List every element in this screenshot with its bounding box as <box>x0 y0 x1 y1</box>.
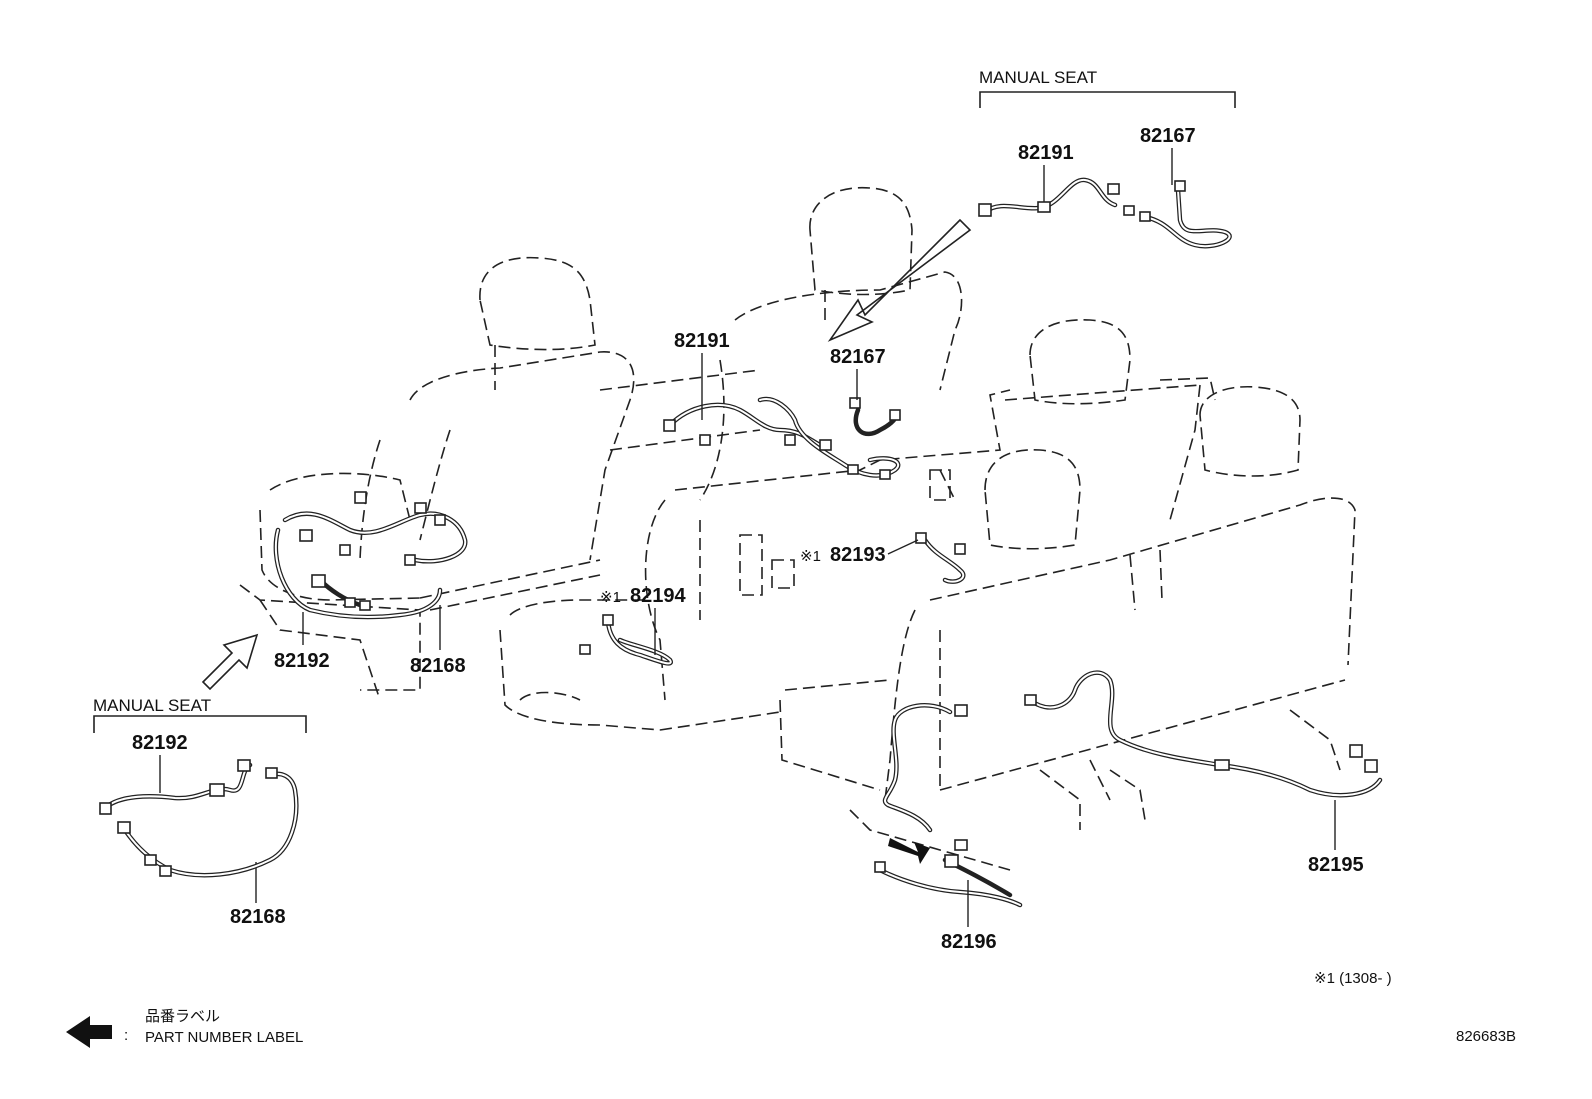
second-row-seat-outline <box>499 186 1216 731</box>
connector-icon <box>874 861 886 873</box>
connector-icon <box>1214 759 1230 771</box>
view-arrows <box>201 218 972 864</box>
connector-icon <box>1037 201 1051 213</box>
part-number-label-arrow-icon <box>66 1016 112 1048</box>
top-inset-part-82167: 82167 <box>1140 125 1196 147</box>
connector-icon <box>1364 759 1378 773</box>
connector-icon <box>414 502 427 514</box>
connector-icon <box>159 865 172 877</box>
connector-icon <box>237 759 251 772</box>
connector-icon <box>1174 180 1186 192</box>
connector-icon <box>879 469 891 480</box>
connector-icon <box>339 544 351 556</box>
harness-82191-82167-main <box>663 396 901 480</box>
top-inset-part-82191: 82191 <box>1018 142 1074 164</box>
seat-slot <box>739 534 763 596</box>
seat-slot <box>929 469 951 501</box>
part-number-label-arrow-icon <box>888 838 930 864</box>
connector-icon <box>954 704 968 717</box>
connector-icon <box>849 397 861 409</box>
connector-icon <box>819 439 832 451</box>
legend-label-en: PART NUMBER LABEL <box>145 1029 303 1046</box>
connector-icon <box>699 434 711 446</box>
connector-icon <box>954 839 968 851</box>
top-manual-seat-inset: MANUAL SEAT 82191 82167 <box>978 68 1236 249</box>
connector-icon <box>434 514 446 526</box>
leader-line <box>887 539 919 555</box>
label-82193: 82193 <box>830 544 886 566</box>
main-part-labels: 82191 82167 ※1 82193 ※1 82194 82192 8216… <box>274 330 1364 953</box>
connector-icon <box>847 464 859 475</box>
label-82195: 82195 <box>1308 854 1364 876</box>
connector-icon <box>978 203 992 217</box>
connector-icon <box>889 409 901 421</box>
bottom-inset-harness <box>99 759 299 878</box>
connector-icon <box>1107 183 1120 195</box>
third-row-seat-outline <box>779 385 1356 871</box>
connector-icon <box>265 767 278 779</box>
footnote: ※1 (1308- ) <box>1314 970 1392 987</box>
connector-icon <box>311 574 326 588</box>
connector-icon <box>299 529 313 542</box>
connector-icon <box>915 532 927 544</box>
connector-icon <box>784 434 796 446</box>
legend-label-jp: 品番ラベル <box>145 1008 220 1025</box>
top-inset-title: MANUAL SEAT <box>979 68 1097 87</box>
connector-icon <box>954 543 966 555</box>
seat-slot <box>771 559 795 589</box>
label-82192: 82192 <box>274 650 330 672</box>
label-82196: 82196 <box>941 931 997 953</box>
label-82167: 82167 <box>830 346 886 368</box>
label-note-mark: ※1 <box>600 589 621 606</box>
connector-icon <box>1349 744 1363 758</box>
connector-icon <box>944 854 959 868</box>
label-note-mark: ※1 <box>800 548 821 565</box>
top-inset-bracket <box>979 91 1236 108</box>
connector-icon <box>354 491 367 504</box>
connector-icon <box>359 600 371 611</box>
connector-icon <box>344 597 356 608</box>
harness-82192-82168-main <box>273 491 468 620</box>
bottom-manual-seat-inset: MANUAL SEAT 82192 82168 <box>93 696 307 928</box>
legend-separator: : <box>124 1027 128 1044</box>
connector-icon <box>602 614 614 626</box>
label-82168: 82168 <box>410 655 466 677</box>
harness-82194-main <box>579 614 674 666</box>
connector-icon <box>663 419 676 432</box>
connector-icon <box>117 821 131 834</box>
bottom-inset-bracket <box>93 715 307 733</box>
diagram-code: 826683B <box>1456 1028 1516 1045</box>
connector-icon <box>1123 205 1135 216</box>
label-82194: 82194 <box>630 585 686 607</box>
connector-icon <box>404 554 416 566</box>
harness-82193-main <box>915 532 966 584</box>
connector-icon <box>1139 211 1151 222</box>
connector-icon <box>209 783 225 797</box>
bottom-inset-title: MANUAL SEAT <box>93 696 211 715</box>
view-arrow-icon <box>201 633 259 691</box>
connector-icon <box>1024 694 1037 706</box>
connector-icon <box>144 854 157 866</box>
legend: : 品番ラベル PART NUMBER LABEL <box>66 1008 303 1048</box>
connector-icon <box>579 644 591 655</box>
harness-82195-82196-main <box>874 670 1383 908</box>
top-inset-harness <box>978 177 1232 249</box>
connector-icon <box>99 802 112 815</box>
bottom-inset-part-82168: 82168 <box>230 906 286 928</box>
bottom-inset-part-82192: 82192 <box>132 732 188 754</box>
label-82191: 82191 <box>674 330 730 352</box>
view-arrow-icon <box>827 218 972 342</box>
